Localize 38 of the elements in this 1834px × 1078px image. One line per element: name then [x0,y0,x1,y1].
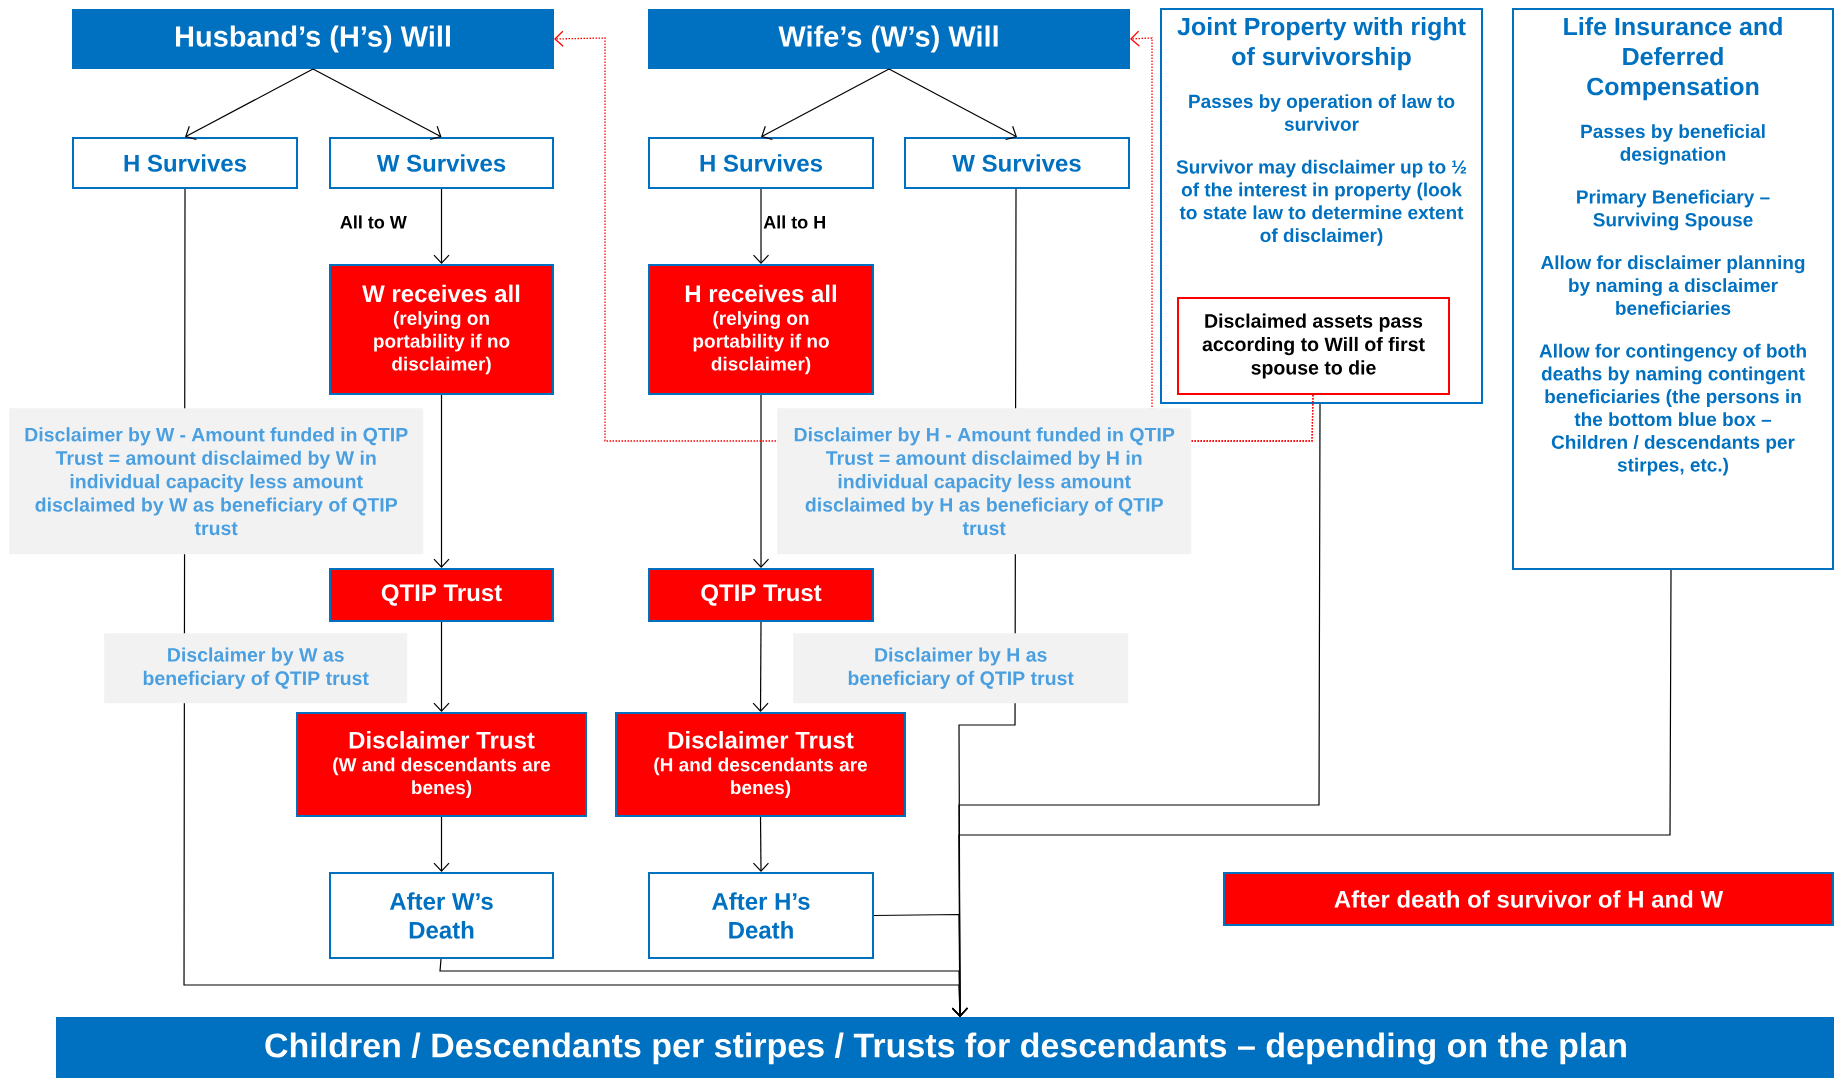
survivor-box: H Survives [72,137,298,189]
dotted-arrow [1130,30,1314,442]
arrow [752,188,770,264]
trust-box: Disclaimer Trust (W and descendants are benes) [296,712,587,817]
condition-box: After death of survivor of H and W [1223,872,1834,926]
will-banner: Wife’s (W’s) Will [648,9,1130,69]
arrow [951,569,1672,1017]
arrow [185,68,314,141]
arrow [888,68,1017,141]
info-panel: Life Insurance and Deferred Compensation Passes by beneficial designation Primary Beneficiary – Surviving Spouse Allow for disclaimer planning by naming a disclaimer beneficiaries Allow for contingency of both deaths by naming contingent beneficiaries (the persons in the bottom blue box – Children / descendants per stirpes, etc.) [1512,8,1834,570]
trust-box: QTIP Trust [329,568,554,622]
arrow [752,394,770,568]
arrow [433,394,450,568]
callout-box: Disclaimer by H as beneficiary of QTIP trust [793,633,1129,704]
trust-box: Disclaimer Trust (H and descendants are benes) [615,712,906,817]
arrow [433,816,450,872]
arrow [752,621,769,712]
callout-box: Disclaimer by W - Amount funded in QTIP Trust = amount disclaimed by W in individual capacity less amount disclaimed by W as beneficiary of QTIP trust [9,408,424,555]
arrow [433,188,450,264]
arrow [752,816,770,872]
will-banner: Husband’s (H’s) Will [72,9,554,69]
process-box: H receives all (relying on portability if no disclaimer) [648,264,874,395]
edge-label: All to H [762,214,828,230]
note-box: Disclaimed assets pass according to Will of first spouse to die [1177,297,1450,395]
outcome-box: After W’s Death [329,872,554,959]
arrow [761,68,890,141]
trust-box: QTIP Trust [648,568,874,622]
callout-box: Disclaimer by W as beneficiary of QTIP trust [104,633,408,704]
callout-box: Disclaimer by H - Amount funded in QTIP Trust = amount disclaimed by H in individual capacity less amount disclaimed by H as beneficiary of QTIP trust [777,408,1192,555]
arrow [312,68,442,141]
result-banner: Children / Descendants per stirpes / Trusts for descendants – depending on the plan [56,1017,1834,1078]
outcome-box: After H’s Death [648,872,874,959]
arrow [433,621,450,712]
process-box: W receives all (relying on portability if no disclaimer) [329,264,554,395]
edge-label: All to W [338,214,408,230]
survivor-box: W Survives [329,137,554,189]
survivor-box: H Survives [648,137,874,189]
survivor-box: W Survives [904,137,1130,189]
